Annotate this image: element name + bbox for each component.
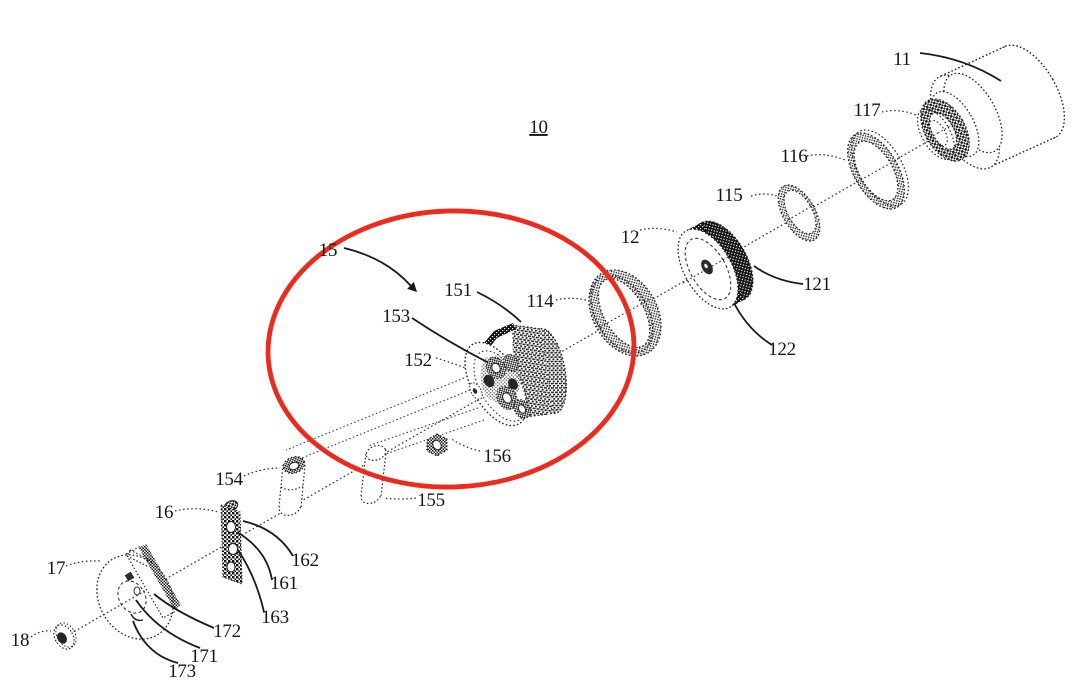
svg-text:156: 156 (483, 446, 511, 467)
svg-text:10: 10 (529, 117, 547, 138)
svg-text:115: 115 (716, 185, 743, 206)
svg-text:172: 172 (213, 621, 241, 642)
svg-text:16: 16 (155, 502, 173, 523)
svg-text:152: 152 (404, 350, 432, 371)
svg-text:154: 154 (215, 469, 243, 490)
svg-text:117: 117 (854, 100, 881, 121)
svg-text:153: 153 (382, 306, 410, 327)
svg-text:161: 161 (270, 573, 298, 594)
svg-text:122: 122 (768, 339, 796, 360)
svg-text:12: 12 (621, 227, 639, 248)
svg-text:163: 163 (261, 607, 289, 628)
svg-text:151: 151 (444, 280, 472, 301)
svg-text:171: 171 (190, 646, 218, 667)
svg-text:15: 15 (319, 240, 337, 261)
svg-text:121: 121 (803, 274, 831, 295)
svg-text:114: 114 (527, 291, 555, 312)
svg-text:155: 155 (417, 490, 445, 511)
svg-text:116: 116 (781, 146, 808, 167)
svg-text:173: 173 (168, 661, 196, 682)
svg-text:162: 162 (291, 550, 319, 571)
svg-text:18: 18 (11, 630, 29, 651)
svg-text:17: 17 (47, 558, 65, 579)
svg-text:11: 11 (893, 49, 911, 70)
